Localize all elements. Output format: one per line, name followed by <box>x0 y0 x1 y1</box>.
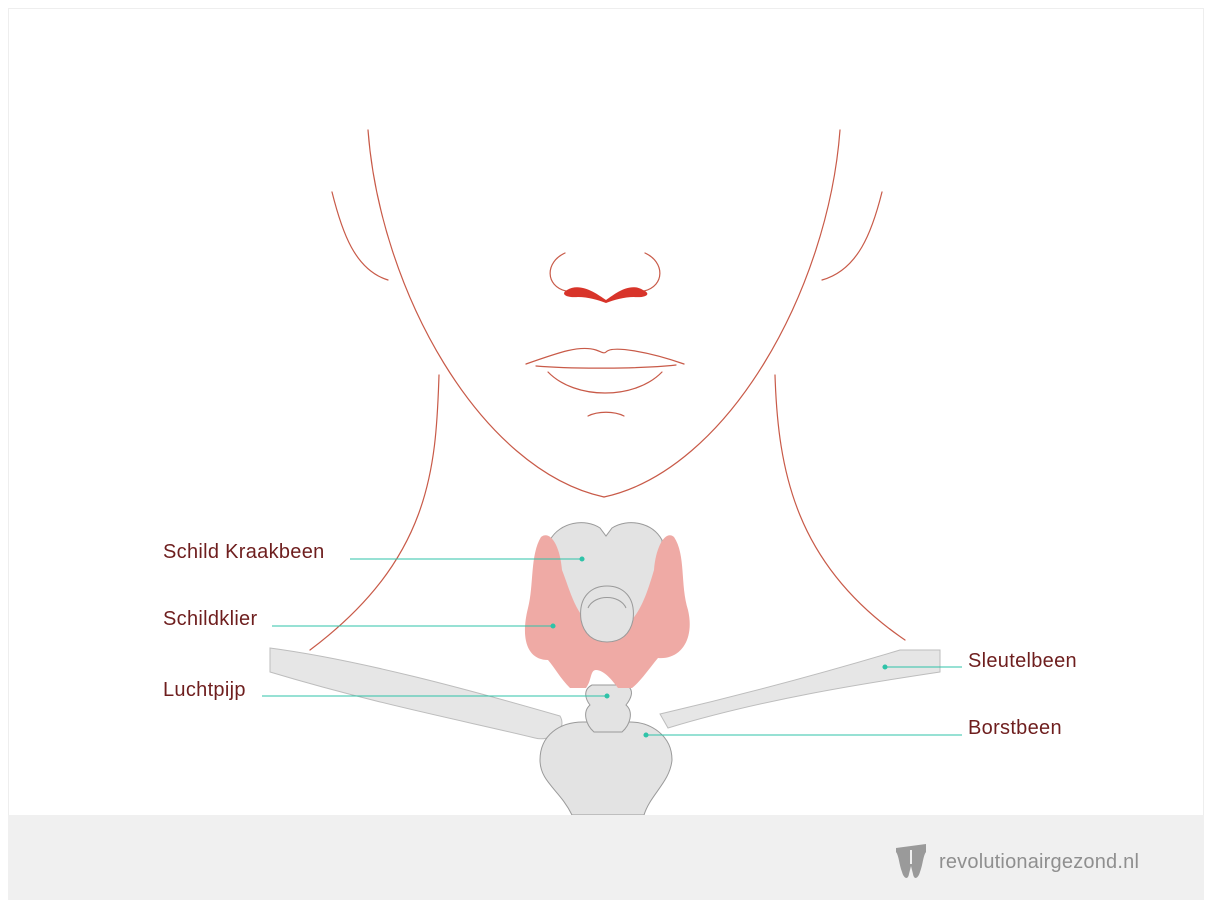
leader-dot-cartilage <box>580 557 584 561</box>
trachea-shape <box>586 685 632 732</box>
label-cartilage: Schild Kraakbeen <box>163 540 325 564</box>
right-face-contour <box>604 130 840 497</box>
cricoid-cartilage-shape <box>581 586 634 642</box>
left-clavicle <box>270 648 562 739</box>
mouth-line <box>536 365 676 368</box>
right-nostril-line <box>644 253 660 291</box>
leader-dot-sternum <box>644 733 648 737</box>
right-clavicle <box>660 650 940 728</box>
chin-crease <box>588 412 624 416</box>
upper-lip <box>526 348 684 364</box>
right-ear <box>822 192 882 280</box>
left-face-contour <box>368 130 604 497</box>
label-trachea: Luchtpijp <box>163 678 246 702</box>
brand-name: revolutionairgezond.nl <box>939 851 1139 874</box>
tooth-logo-icon <box>893 842 929 882</box>
label-clavicle: Sleutelbeen <box>968 649 1077 673</box>
label-thyroid: Schildklier <box>163 607 257 631</box>
label-sternum: Borstbeen <box>968 716 1062 740</box>
nose-icon <box>564 287 647 303</box>
sternum-shape <box>540 722 672 815</box>
lower-lip <box>548 372 662 393</box>
left-neck-contour <box>310 375 439 650</box>
right-neck-contour <box>775 375 905 640</box>
brand-logo[interactable]: revolutionairgezond.nl <box>893 842 1139 882</box>
leader-dot-clavicle <box>883 665 887 669</box>
left-nostril-line <box>550 253 566 291</box>
leader-dot-thyroid <box>551 624 555 628</box>
leader-dot-trachea <box>605 694 609 698</box>
